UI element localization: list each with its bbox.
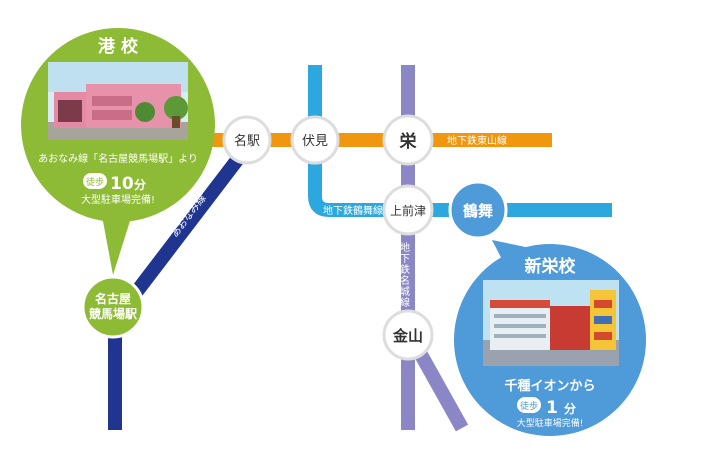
minato-school-photo [48,62,188,140]
minato-parking-text: 大型駐車場完備! [81,193,155,206]
minato-access-text: あおなみ線「名古屋競馬場駅」より [38,152,198,165]
meijo-line-label: 地下鉄名城線 [398,241,410,308]
station-tsurumai: 鶴舞 [448,180,508,240]
shinsakae-walk-badge: 徒歩 [517,397,541,413]
station-tsurumai-label: 鶴舞 [463,202,493,220]
shinsakae-minutes-unit: 分 [564,401,576,416]
station-sakae-label: 栄 [399,131,418,152]
tsurumai-line [308,65,612,217]
station-meieki-label: 名駅 [234,133,260,149]
station-fushimi-label: 伏見 [302,134,328,149]
station-nagoya-keibajo: 名古屋 競馬場駅 [81,275,145,339]
station-sakae: 栄 [382,114,434,166]
shinsakae-walk-badge-label: 徒歩 [520,400,538,412]
station-meieki: 名駅 [222,115,272,165]
minato-walk-badge: 徒歩 [83,173,107,189]
minato-walk-badge-label: 徒歩 [86,176,104,188]
station-kamimaezu-label: 上前津 [390,203,426,218]
shinsakae-school-photo [483,280,619,366]
tsurumai-line-label: 地下鉄鶴舞線 [323,204,383,217]
minato-bubble-pointer [100,205,135,275]
station-fushimi: 伏見 [290,115,340,165]
shinsakae-access-text: 千種イオンから [504,378,595,394]
minato-school-bubble: 港 校 あおなみ線「名古屋競馬場駅」より 徒歩 10 分 大型駐車場完備! [21,28,215,275]
station-kanayama-label: 金山 [392,327,423,345]
shinsakae-parking-text: 大型駐車場完備! [517,417,584,429]
shinsakae-minutes-number: 1 [546,398,558,418]
minato-school-title: 港 校 [98,36,139,57]
minato-minutes-number: 10 [110,174,134,194]
station-kamimaezu: 上前津 [382,184,434,236]
station-nagoya-keibajo-label-line1: 名古屋 [95,291,131,306]
minato-minutes-unit: 分 [134,177,146,192]
station-kanayama: 金山 [382,309,434,361]
station-nagoya-keibajo-label-line2: 競馬場駅 [89,306,138,321]
shinsakae-school-title: 新栄校 [525,256,577,277]
higashiyama-line-label: 地下鉄東山線 [447,134,507,147]
shinsakae-school-bubble: 新栄校 千種イオンから 徒歩 1 分 大型駐車場完備! [454,240,646,436]
